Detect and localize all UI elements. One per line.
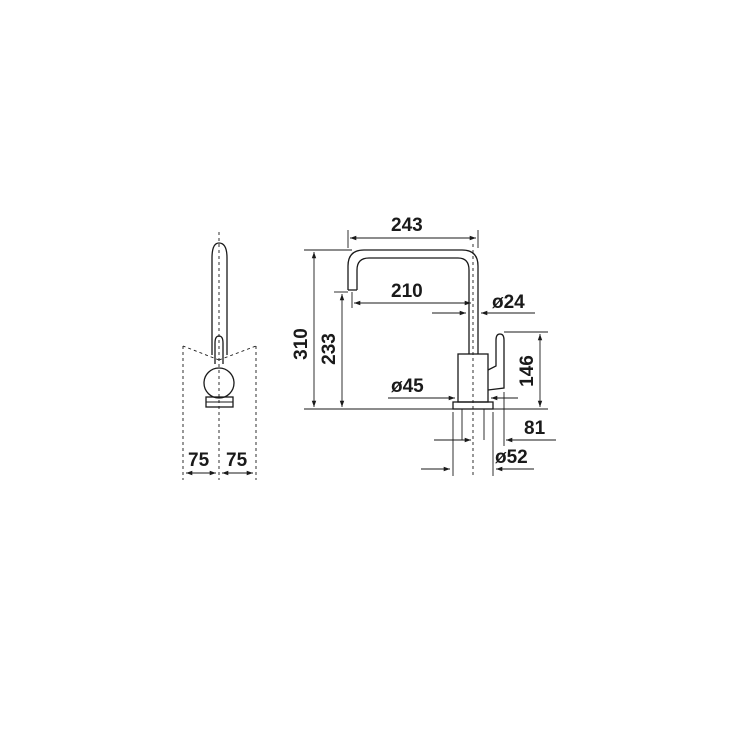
label-spout-reach-total: 243 [391, 215, 423, 236]
front-spout-tube [211, 242, 228, 355]
front-body [203, 367, 235, 399]
label-lever-offset: 81 [524, 418, 546, 439]
spout-inner [356, 257, 470, 354]
label-spout-reach: 210 [391, 281, 423, 302]
label-total-height: 310 [291, 328, 312, 360]
label-lever-swing-right: 75 [226, 450, 248, 471]
label-lever-height: 146 [517, 355, 538, 387]
label-body-diameter: ø45 [391, 376, 424, 397]
lever-swing-right-line [218, 345, 257, 361]
label-base-diameter: ø52 [495, 447, 528, 468]
label-spout-height: 233 [319, 333, 340, 365]
lever-swing-left-line [182, 345, 220, 361]
spout-outer [347, 249, 479, 354]
lever-handle [487, 333, 505, 391]
label-spout-diameter: ø24 [492, 292, 525, 313]
label-lever-swing-left: 75 [188, 450, 210, 471]
front-view: 75 75 [182, 232, 257, 480]
front-lever [214, 335, 224, 364]
side-view: 243 210 ø24 310 233 146 ø45 81 [291, 215, 556, 478]
